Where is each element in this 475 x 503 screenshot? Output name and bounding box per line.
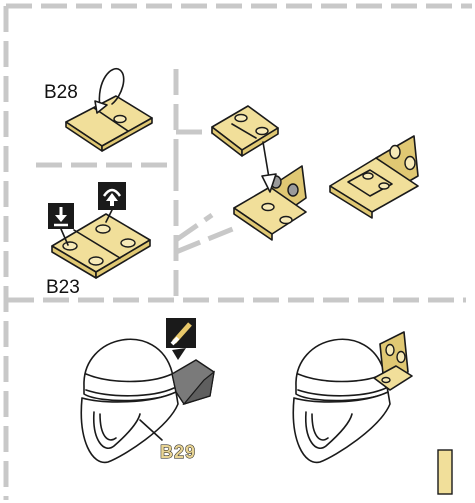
assembled-bracket <box>329 135 419 219</box>
part-b23 <box>51 213 151 279</box>
dashed-frame <box>3 3 472 500</box>
helmet-left <box>80 338 179 464</box>
glue-wedge <box>171 359 215 406</box>
color-swatch-icon <box>437 449 453 495</box>
label-b29: B29 <box>160 442 196 462</box>
label-b28: B28 <box>44 82 78 103</box>
bend-arrow-icon <box>98 67 125 109</box>
label-b23: B23 <box>46 277 80 298</box>
helmet-right <box>292 338 391 464</box>
center-top-plate <box>211 105 279 157</box>
part-b28 <box>65 67 153 152</box>
b29-leader <box>139 419 163 441</box>
assembly-arrow-icon <box>261 141 277 193</box>
fold-up-icon <box>98 182 126 223</box>
glue-brush-icon <box>166 318 196 360</box>
bend-arrowhead-icon <box>94 100 108 114</box>
helmet-right-bracket <box>373 331 413 391</box>
fold-down-icon <box>48 203 74 246</box>
